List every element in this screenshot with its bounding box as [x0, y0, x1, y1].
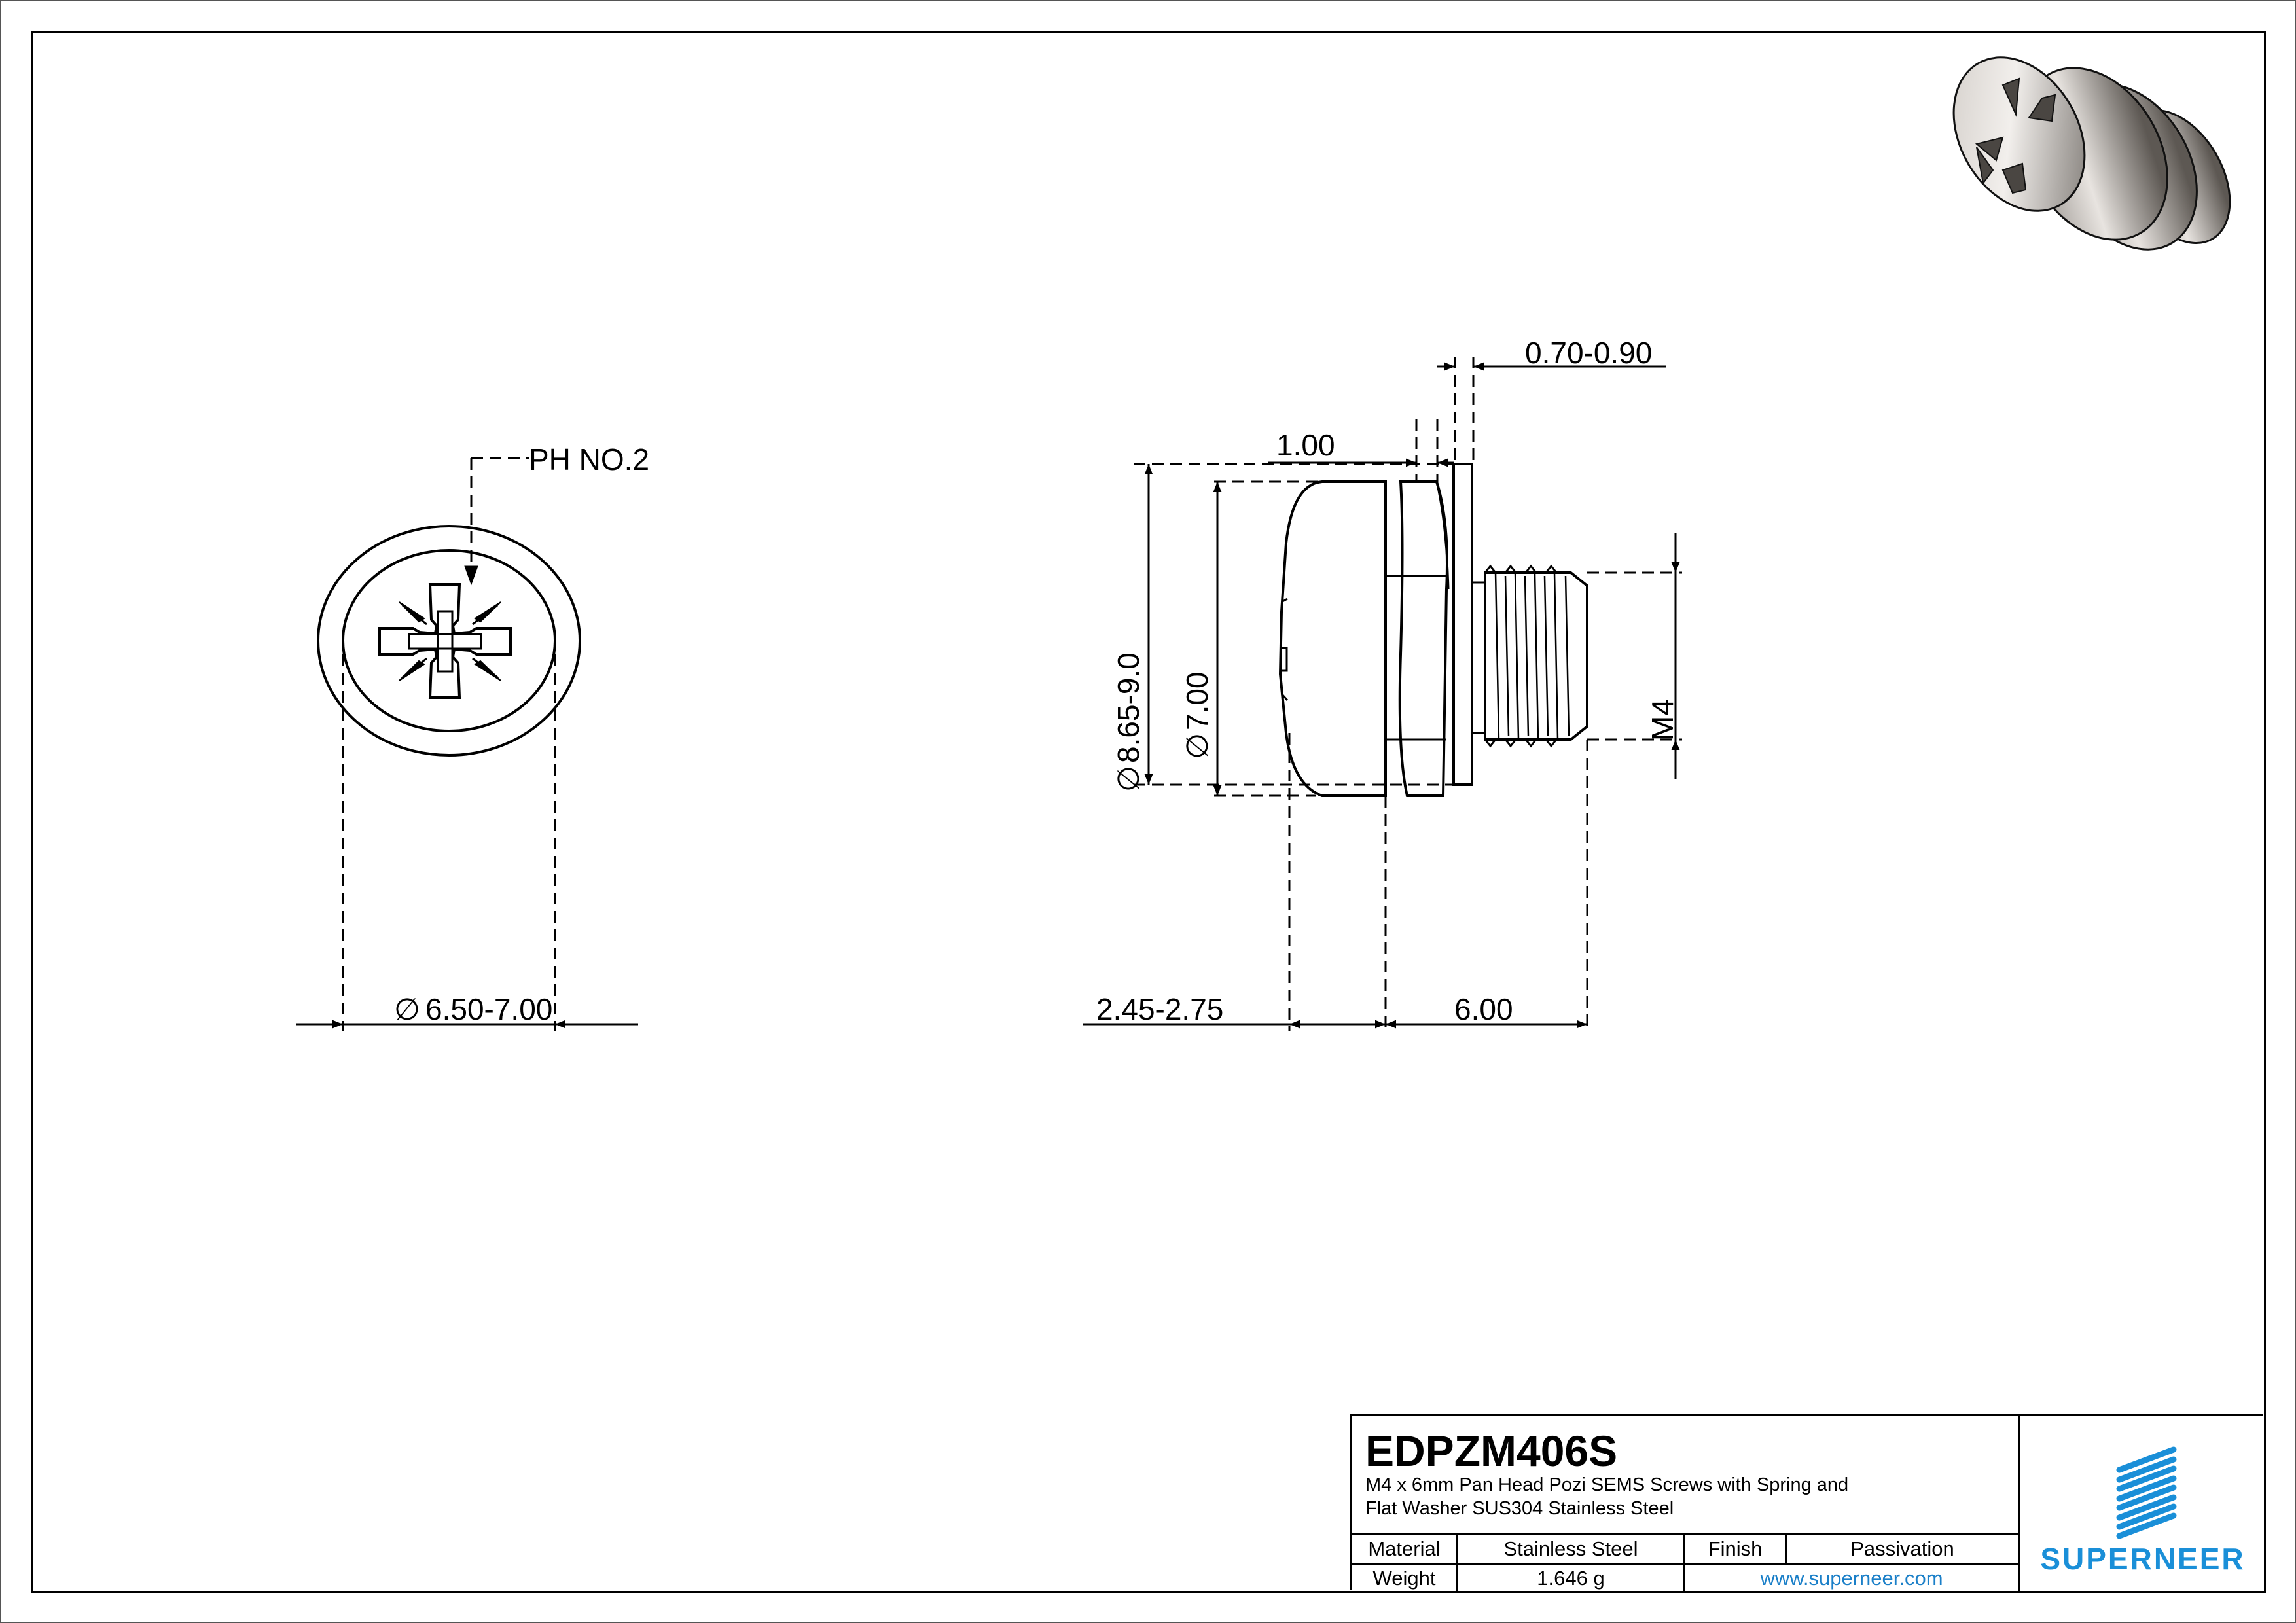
head-diameter-symbol-side: ∅: [1180, 733, 1214, 759]
title-block-info: EDPZM406S M4 x 6mm Pan Head Pozi SEMS Sc…: [1352, 1416, 2020, 1592]
part-number: EDPZM406S: [1365, 1427, 1618, 1475]
head-diameter-dimension: 6.50-7.00: [425, 992, 552, 1026]
brand-logo: SUPERNEER: [2020, 1416, 2263, 1592]
washer-thickness-dimension: 0.70-0.90: [1525, 336, 1652, 370]
superneer-stripes-icon: [2116, 1446, 2177, 1539]
washer-diameter-symbol: ∅: [1111, 766, 1145, 792]
length-dimension: 6.00: [1454, 992, 1513, 1026]
drive-type-label: PH NO.2: [529, 442, 649, 476]
title-block: EDPZM406S M4 x 6mm Pan Head Pozi SEMS Sc…: [1350, 1414, 2263, 1592]
head-diameter-symbol: ∅: [394, 992, 420, 1026]
website-link[interactable]: www.superneer.com: [1760, 1567, 1943, 1590]
properties-table: Material Stainless Steel Finish Passivat…: [1352, 1533, 2018, 1592]
weight-label: Weight: [1352, 1565, 1458, 1592]
brand-name: SUPERNEER: [2040, 1542, 2246, 1576]
washer-outline: [317, 525, 581, 757]
head-diameter-dimension-side: 7.00: [1180, 671, 1214, 730]
description-line-2: Flat Washer SUS304 Stainless Steel: [1365, 1498, 1674, 1519]
washer-diameter-dimension: 8.65-9.0: [1111, 652, 1145, 763]
material-label: Material: [1352, 1535, 1458, 1565]
material-value: Stainless Steel: [1458, 1535, 1685, 1565]
drawing-frame: [31, 31, 2266, 1593]
screw-head: [1278, 480, 1387, 797]
finish-value: Passivation: [1787, 1535, 2018, 1565]
head-height-dimension: 2.45-2.75: [1096, 992, 1223, 1026]
side-view: [1083, 357, 1682, 1031]
part-description: M4 x 6mm Pan Head Pozi SEMS Screws with …: [1365, 1473, 2007, 1520]
spring-washer-thickness-dimension: 1.00: [1276, 428, 1335, 462]
thread-size-label: M4: [1645, 699, 1679, 741]
head-outline: [342, 549, 556, 732]
pozidriv-recess-icon: [378, 583, 512, 699]
weight-value: 1.646 g: [1458, 1565, 1685, 1592]
screw-3d-render-icon: [1952, 56, 2231, 251]
description-line-1: M4 x 6mm Pan Head Pozi SEMS Screws with …: [1365, 1474, 1849, 1495]
flat-washer: [1452, 463, 1473, 786]
front-view: [296, 457, 638, 1031]
spring-washer: [1398, 480, 1448, 797]
finish-label: Finish: [1685, 1535, 1787, 1565]
